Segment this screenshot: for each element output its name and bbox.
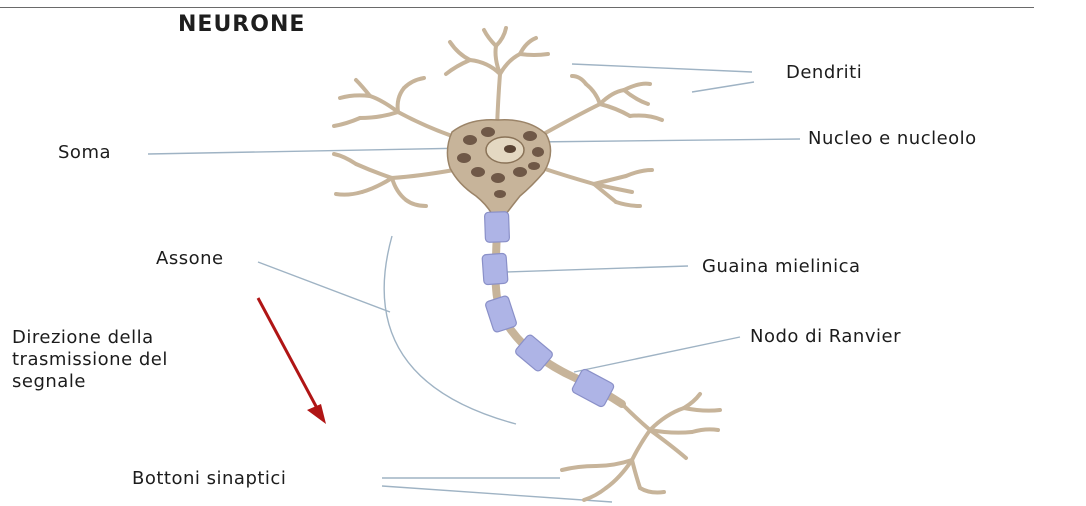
myelin-segment bbox=[571, 368, 615, 408]
soma-body bbox=[447, 120, 550, 214]
label-bottoni-sinaptici: Bottoni sinaptici bbox=[132, 468, 286, 489]
label-assone: Assone bbox=[156, 248, 224, 269]
leader-dendriti-1 bbox=[572, 64, 752, 72]
direction-line-2: trasmissione del bbox=[12, 349, 168, 371]
label-guaina-mielinica: Guaina mielinica bbox=[702, 256, 861, 277]
leader-soma bbox=[148, 148, 470, 154]
direction-line-3: segnale bbox=[12, 371, 168, 393]
direction-line-1: Direzione della bbox=[12, 327, 168, 349]
leader-guaina bbox=[505, 266, 688, 272]
myelin-segment bbox=[485, 295, 518, 333]
axon-terminal bbox=[562, 394, 720, 500]
leader-nodo bbox=[574, 337, 740, 372]
leader-assone bbox=[258, 262, 390, 312]
label-dendriti: Dendriti bbox=[786, 62, 862, 83]
label-nucleo-nucleolo: Nucleo e nucleolo bbox=[808, 128, 977, 149]
signal-direction-arrow bbox=[258, 298, 326, 424]
axon bbox=[496, 212, 623, 404]
myelin-segment bbox=[484, 212, 509, 243]
label-soma: Soma bbox=[58, 142, 111, 163]
leader-dendriti-2 bbox=[692, 82, 754, 92]
myelin-segment bbox=[482, 253, 508, 285]
leader-bottoni-2 bbox=[382, 486, 612, 502]
myelin-sheath bbox=[482, 212, 615, 408]
label-nodo-ranvier: Nodo di Ranvier bbox=[750, 326, 901, 347]
leader-nucleo bbox=[532, 139, 800, 142]
nucleolus bbox=[504, 145, 516, 153]
signal-direction-caption: Direzione della trasmissione del segnale bbox=[12, 327, 168, 393]
